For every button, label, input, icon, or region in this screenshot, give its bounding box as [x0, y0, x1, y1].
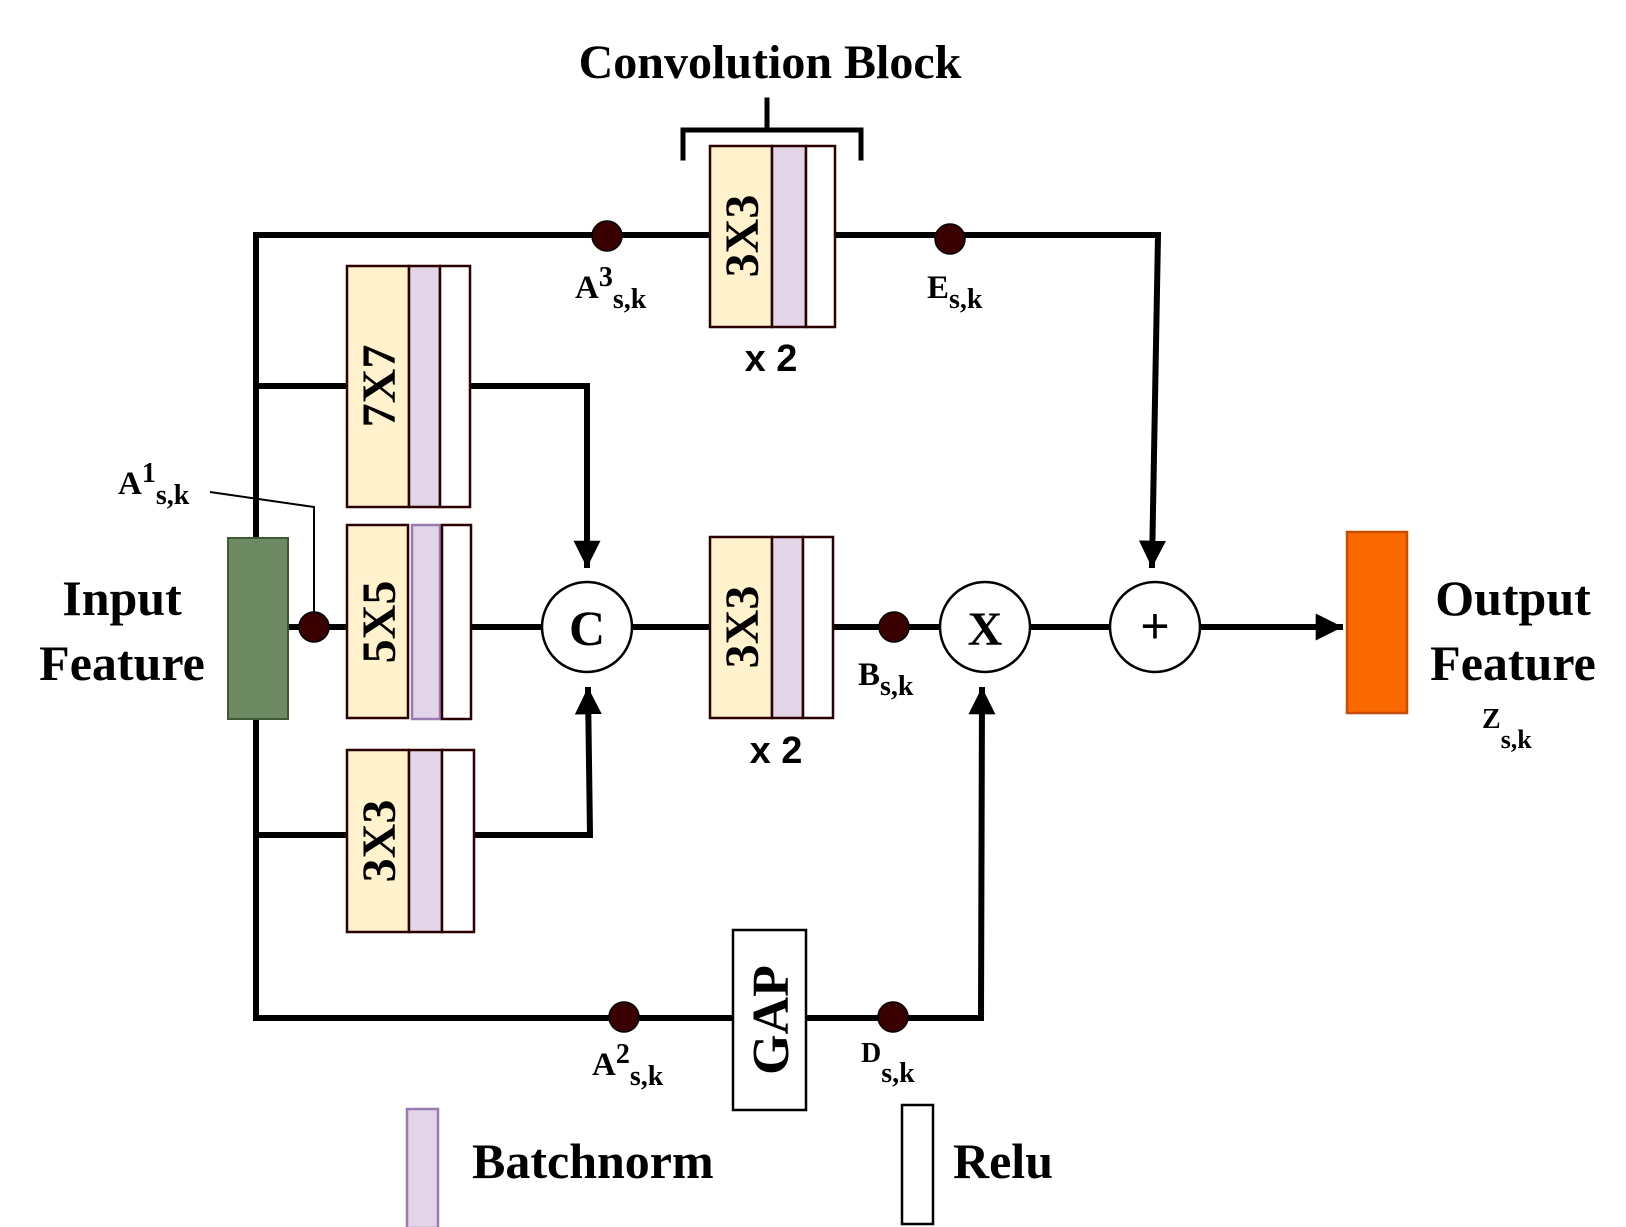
- b-point: [878, 611, 910, 643]
- output-feature-block: [1345, 530, 1409, 715]
- title-bracket: [680, 97, 864, 161]
- middle-batchnorm-layer: [770, 535, 805, 720]
- conv-7x7-batchnorm-layer: [407, 264, 442, 509]
- top-conv-block: 3X3: [708, 144, 837, 329]
- a1-point: [298, 611, 330, 643]
- conv-5x5-layer: [345, 523, 410, 720]
- diagram-title: Convolution Block: [579, 36, 962, 89]
- output-label-line2: Feature: [1430, 635, 1596, 691]
- conv-7x7-relu-layer: [438, 264, 472, 509]
- conv-5x5-batchnorm-layer: [410, 523, 442, 721]
- input-label-line2: Feature: [39, 635, 205, 691]
- a3-label: A3s,k: [575, 262, 647, 315]
- add-symbol: +: [1140, 598, 1169, 654]
- output-label-line1: Output: [1435, 570, 1591, 626]
- conv-3x3-branch-kernel-label: 3X3: [353, 800, 406, 883]
- conv-5x5-block: 5X5: [345, 523, 473, 721]
- top-repeat-label: x 2: [745, 338, 798, 380]
- b-label: Bs,k: [858, 657, 914, 702]
- input-feature-block: [227, 537, 289, 720]
- concat-node: [540, 580, 634, 674]
- branch-3x3-out-wire: [470, 686, 602, 838]
- conv-5x5-relu-layer: [440, 523, 473, 721]
- middle-conv-block: 3X3: [708, 535, 835, 720]
- input-label-line1: Input: [62, 570, 182, 626]
- d-point: [877, 1001, 909, 1033]
- middle-kernel-label: 3X3: [716, 586, 769, 669]
- output-symbol: Zs,k: [1482, 704, 1532, 754]
- legend-batchnorm-label: Batchnorm: [472, 1133, 714, 1189]
- gap-out-wire: [803, 686, 996, 1021]
- legend-relu-swatch: [900, 1103, 935, 1226]
- conv-5x5-kernel-label: 5X5: [353, 581, 406, 664]
- concat-symbol: C: [569, 600, 605, 656]
- legend-relu-label: Relu: [953, 1133, 1053, 1189]
- conv-3x3-branch-relu-layer: [440, 748, 476, 934]
- conv-3x3-branch-layer: [345, 748, 411, 934]
- a1-leader-line: [209, 491, 315, 627]
- a2-point: [608, 1001, 640, 1033]
- e-point: [934, 223, 966, 255]
- conv-3x3-branch-batchnorm-layer: [407, 748, 444, 934]
- branch-7x7-out-wire: [467, 383, 601, 568]
- d-label: Ds,k: [861, 1038, 915, 1089]
- conv-7x7-kernel-label: 7X7: [353, 345, 406, 428]
- conv-7x7-layer: [345, 264, 411, 509]
- conv-3x3-branch-block: 3X3: [345, 748, 476, 934]
- top-kernel-label: 3X3: [716, 195, 769, 278]
- multiply-node: [938, 580, 1032, 674]
- conv-7x7-block: 7X7: [345, 264, 472, 509]
- top-batchnorm-layer: [770, 144, 808, 329]
- top-relu-layer: [804, 144, 837, 329]
- middle-repeat-label: x 2: [750, 730, 803, 772]
- gap-block: [731, 928, 808, 1112]
- top-path-out-wire: [832, 232, 1166, 569]
- a2-label: A2s,k: [592, 1039, 664, 1092]
- a3-point: [591, 220, 623, 252]
- a1-label: A1s,k: [118, 458, 190, 511]
- multiply-symbol: X: [968, 603, 1003, 656]
- legend-batchnorm-swatch: [405, 1107, 440, 1227]
- e-label: Es,k: [927, 270, 983, 315]
- add-node: [1108, 580, 1202, 674]
- middle-relu-layer: [801, 535, 835, 720]
- gap-label: GAP: [743, 965, 800, 1075]
